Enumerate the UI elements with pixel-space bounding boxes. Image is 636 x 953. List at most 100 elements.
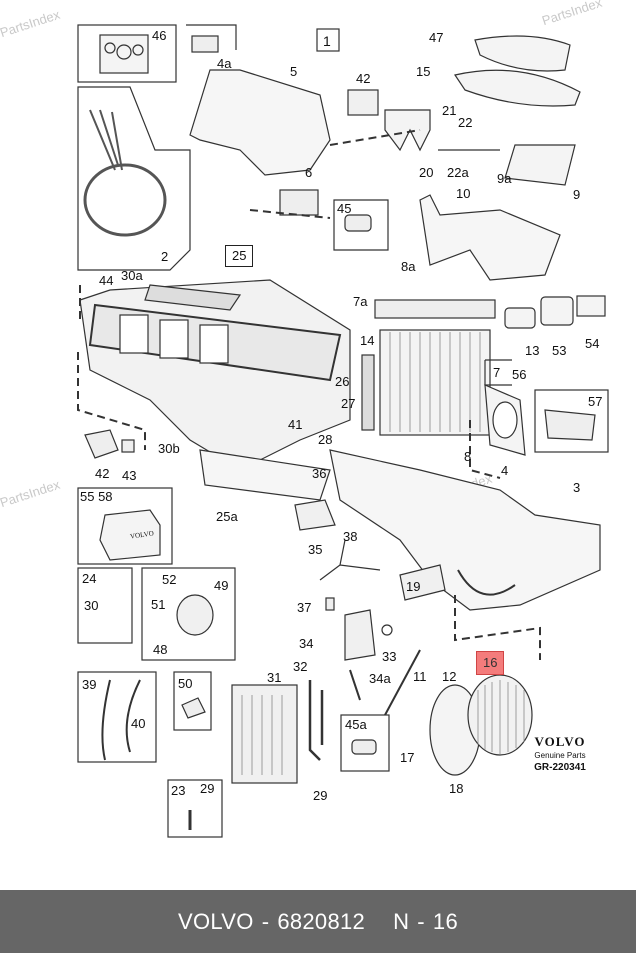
callout-35[interactable]: 35 xyxy=(308,542,323,557)
callout-4a[interactable]: 4a xyxy=(217,56,232,71)
callout-40[interactable]: 40 xyxy=(131,716,146,731)
part-8a xyxy=(374,299,496,319)
callout-15[interactable]: 15 xyxy=(416,64,431,79)
callout-54[interactable]: 54 xyxy=(585,336,600,351)
part-10 xyxy=(419,194,561,281)
callout-8a[interactable]: 8a xyxy=(401,259,416,274)
callout-6[interactable]: 6 xyxy=(305,165,313,180)
part-box-55-58 xyxy=(77,487,173,565)
callout-30b[interactable]: 30b xyxy=(158,441,180,456)
callout-10[interactable]: 10 xyxy=(456,186,471,201)
part-box-50 xyxy=(173,671,212,731)
callout-24[interactable]: 24 xyxy=(82,571,97,586)
callout-9a[interactable]: 9a xyxy=(497,171,512,186)
callout-9[interactable]: 9 xyxy=(573,187,581,202)
callout-53[interactable]: 53 xyxy=(552,343,567,358)
part-37 xyxy=(325,597,335,611)
volvo-logo: VOLVO xyxy=(534,734,586,749)
callout-29-lower[interactable]: 29 xyxy=(313,788,328,803)
callout-25a[interactable]: 25a xyxy=(216,509,238,524)
callout-2[interactable]: 2 xyxy=(161,249,169,264)
callout-30a[interactable]: 30a xyxy=(121,268,143,283)
brand-block: VOLVO Genuine Parts GR-220341 xyxy=(510,734,610,773)
callout-55-58[interactable]: 55 58 xyxy=(80,489,113,504)
callout-19[interactable]: 19 xyxy=(406,579,421,594)
footer-brand: VOLVO xyxy=(178,908,254,934)
callout-4[interactable]: 4 xyxy=(501,463,509,478)
callout-25[interactable]: 25 xyxy=(225,245,254,267)
callout-8[interactable]: 8 xyxy=(464,449,472,464)
callout-12[interactable]: 12 xyxy=(442,669,457,684)
callout-17[interactable]: 17 xyxy=(400,750,415,765)
callout-33[interactable]: 33 xyxy=(382,649,397,664)
callout-36[interactable]: 36 xyxy=(312,466,327,481)
callout-43[interactable]: 43 xyxy=(122,468,137,483)
callout-7a[interactable]: 7a xyxy=(353,294,368,309)
callout-42-lower[interactable]: 42 xyxy=(95,466,110,481)
callout-57[interactable]: 57 xyxy=(588,394,603,409)
spring-34a xyxy=(349,669,361,701)
callout-7[interactable]: 7 xyxy=(493,365,501,380)
part-19 xyxy=(399,564,446,601)
callout-39[interactable]: 39 xyxy=(82,677,97,692)
callout-34[interactable]: 34 xyxy=(299,636,314,651)
callout-45a[interactable]: 45a xyxy=(345,717,367,732)
part-53 xyxy=(540,296,574,326)
callout-28[interactable]: 28 xyxy=(318,432,333,447)
housing-3 xyxy=(329,449,601,611)
part-box-2 xyxy=(77,86,191,271)
callout-22a[interactable]: 22a xyxy=(447,165,469,180)
bracket-35 xyxy=(294,499,336,531)
callout-49[interactable]: 49 xyxy=(214,578,229,593)
callout-18[interactable]: 18 xyxy=(449,781,464,796)
callout-41[interactable]: 41 xyxy=(288,417,303,432)
callout-29[interactable]: 29 xyxy=(200,781,215,796)
seal-14 xyxy=(361,354,375,431)
part-box-45a xyxy=(340,714,390,772)
callout-14[interactable]: 14 xyxy=(360,333,375,348)
callout-20[interactable]: 20 xyxy=(419,165,434,180)
callout-30[interactable]: 30 xyxy=(84,598,99,613)
callout-37[interactable]: 37 xyxy=(297,600,312,615)
part-6 xyxy=(279,189,319,216)
part-47 xyxy=(474,35,571,72)
part-box-4a xyxy=(186,24,237,50)
footer-part-number: 6820812 xyxy=(277,908,366,934)
part-box-57 xyxy=(534,389,609,453)
part-box-39-40 xyxy=(77,671,157,763)
part-box-52-49 xyxy=(141,567,236,661)
callout-32[interactable]: 32 xyxy=(293,659,308,674)
callout-21[interactable]: 21 xyxy=(442,103,457,118)
callout-47[interactable]: 47 xyxy=(429,30,444,45)
exploded-view-drawing xyxy=(77,24,609,838)
callout-3[interactable]: 3 xyxy=(573,480,581,495)
callout-5[interactable]: 5 xyxy=(290,64,298,79)
callout-13[interactable]: 13 xyxy=(525,343,540,358)
pipes-32 xyxy=(308,680,324,761)
callout-45[interactable]: 45 xyxy=(337,201,352,216)
callout-23[interactable]: 23 xyxy=(171,783,186,798)
part-15 xyxy=(454,69,581,107)
footer-bar: VOLVO - 6820812 N - 16 xyxy=(0,890,636,953)
callout-51[interactable]: 51 xyxy=(151,597,166,612)
callout-27[interactable]: 27 xyxy=(341,396,356,411)
callout-48[interactable]: 48 xyxy=(153,642,168,657)
callout-16-highlighted[interactable]: 16 xyxy=(476,651,505,675)
callout-31[interactable]: 31 xyxy=(267,670,282,685)
callout-46[interactable]: 46 xyxy=(152,28,167,43)
parts-diagram: PartsIndex PartsIndex PartsIndex PartsIn… xyxy=(0,0,610,838)
callout-22[interactable]: 22 xyxy=(458,115,473,130)
actuator-42 xyxy=(347,89,379,116)
part-box-46 xyxy=(77,24,177,83)
callout-52[interactable]: 52 xyxy=(162,572,177,587)
part-9 xyxy=(504,144,576,186)
callout-34a[interactable]: 34a xyxy=(369,671,391,686)
callout-11[interactable]: 11 xyxy=(413,669,427,684)
callout-26[interactable]: 26 xyxy=(335,374,350,389)
callout-56[interactable]: 56 xyxy=(512,367,527,382)
callout-50[interactable]: 50 xyxy=(178,676,193,691)
title-box-outline xyxy=(316,28,340,52)
callout-38[interactable]: 38 xyxy=(343,529,358,544)
callout-44[interactable]: 44 xyxy=(99,273,114,288)
callout-42[interactable]: 42 xyxy=(356,71,371,86)
